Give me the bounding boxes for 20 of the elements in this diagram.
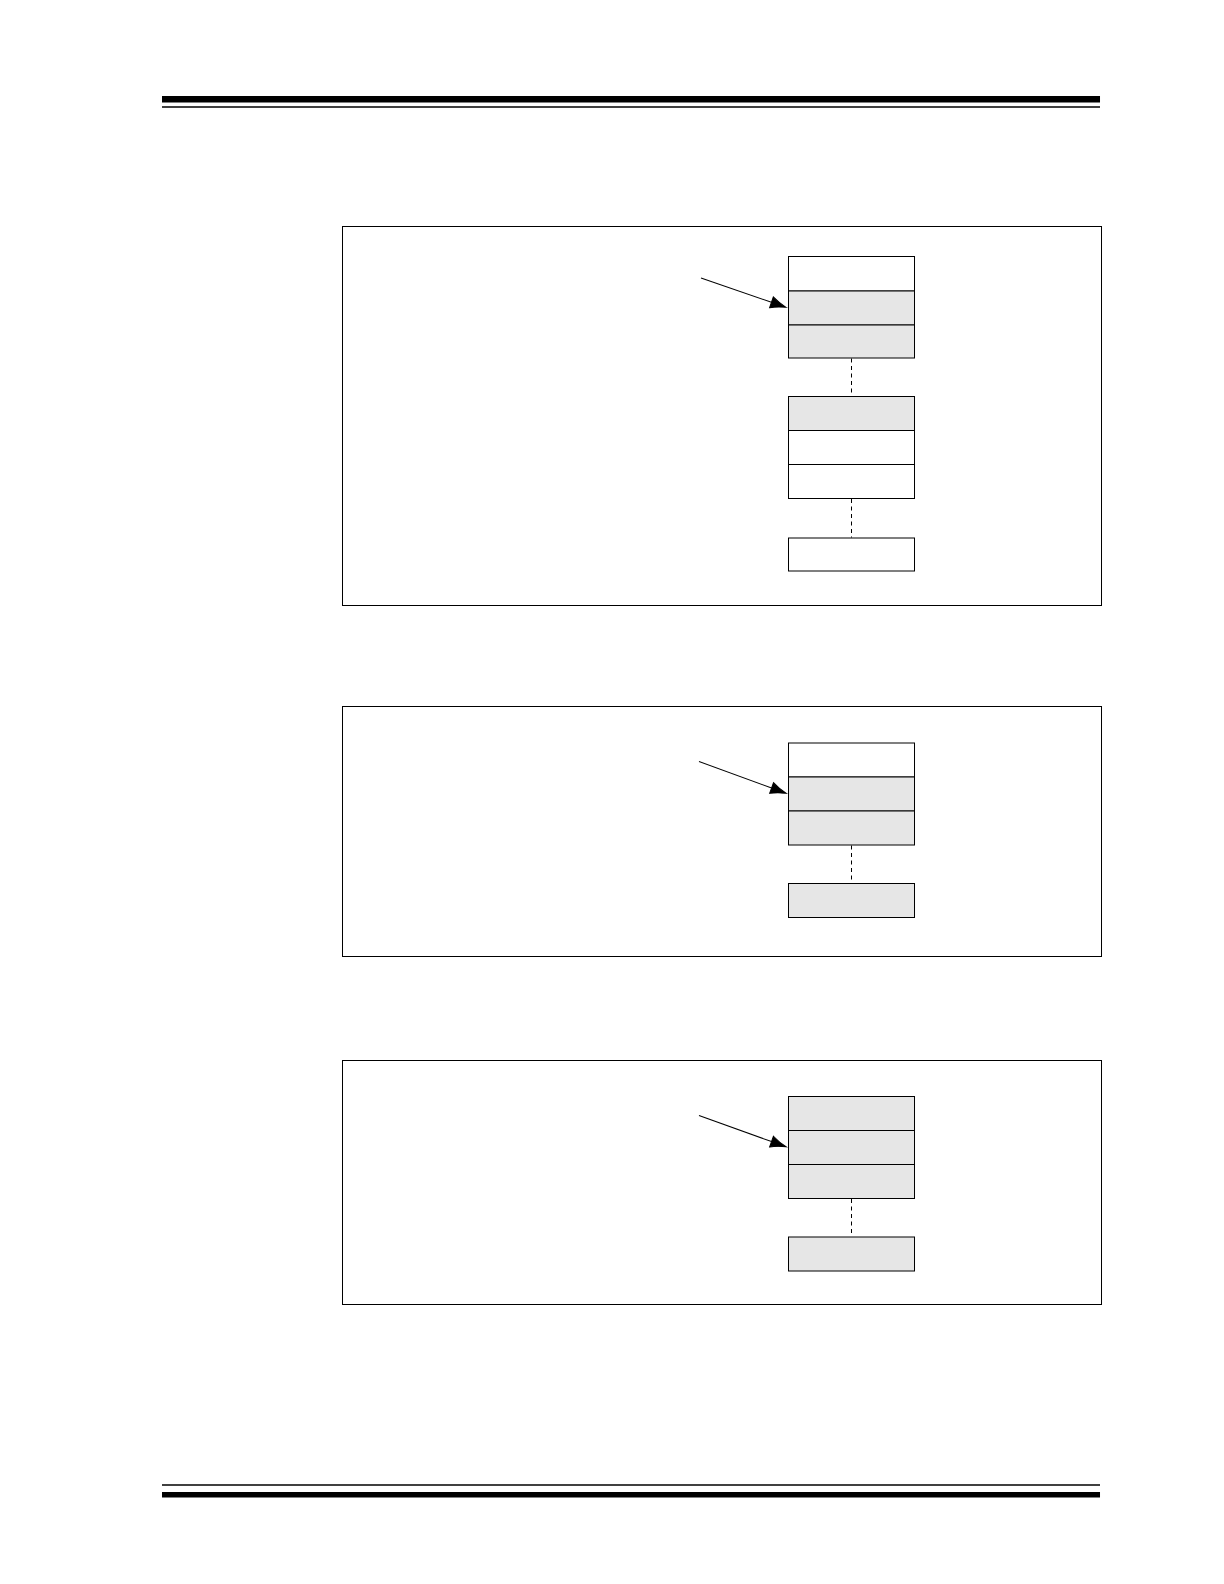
memory-cell: [788, 1236, 915, 1272]
memory-cell: [788, 1096, 915, 1131]
memory-cell: [788, 883, 915, 918]
memory-cell: [788, 290, 915, 326]
memory-cell: [788, 464, 915, 499]
memory-cell: [788, 324, 915, 359]
dotted-line: [851, 498, 852, 538]
panel-frame: [342, 1060, 1102, 1305]
memory-cell: [788, 1130, 915, 1165]
panel-frame: [342, 706, 1102, 957]
memory-cell: [788, 430, 915, 465]
memory-cell: [788, 1164, 915, 1199]
memory-cell: [788, 537, 915, 572]
panel-frame: [342, 226, 1102, 606]
arrow: [700, 277, 787, 309]
arrow: [698, 761, 787, 794]
memory-cell: [788, 396, 915, 431]
arrow: [698, 1115, 787, 1148]
memory-cell: [788, 810, 915, 846]
memory-cell: [788, 776, 915, 812]
